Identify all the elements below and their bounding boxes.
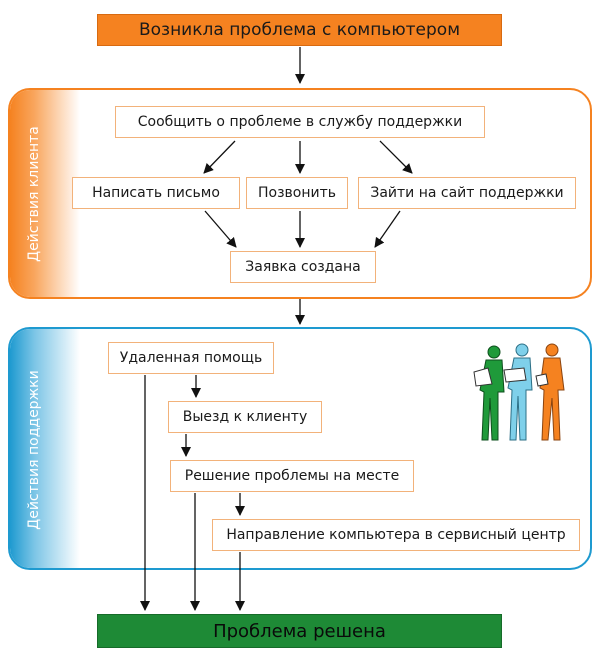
client-actions-label: Действия клиента: [26, 126, 42, 262]
option-call-node: Позвонить: [246, 177, 348, 209]
green-person-figure: [473, 345, 505, 441]
report-problem-node: Сообщить о проблеме в службу поддержки: [115, 106, 485, 138]
remote-help-node: Удаленная помощь: [108, 342, 274, 374]
end-node: Проблема решена: [97, 614, 502, 648]
client-label-stripe: [10, 90, 80, 297]
ticket-created-node: Заявка создана: [230, 251, 376, 283]
orange-person-figure: [535, 343, 565, 441]
support-actions-label: Действия поддержки: [26, 370, 42, 530]
onsite-fix-node: Решение проблемы на месте: [170, 460, 414, 492]
service-center-node: Направление компьютера в сервисный центр: [212, 519, 580, 551]
support-label-stripe: [10, 329, 80, 568]
onsite-visit-node: Выезд к клиенту: [168, 401, 322, 433]
option-email-node: Написать письмо: [72, 177, 240, 209]
people-illustration: [473, 343, 565, 441]
start-node: Возникла проблема с компьютером: [97, 14, 502, 46]
blue-person-figure: [503, 343, 533, 441]
option-website-node: Зайти на сайт поддержки: [358, 177, 576, 209]
